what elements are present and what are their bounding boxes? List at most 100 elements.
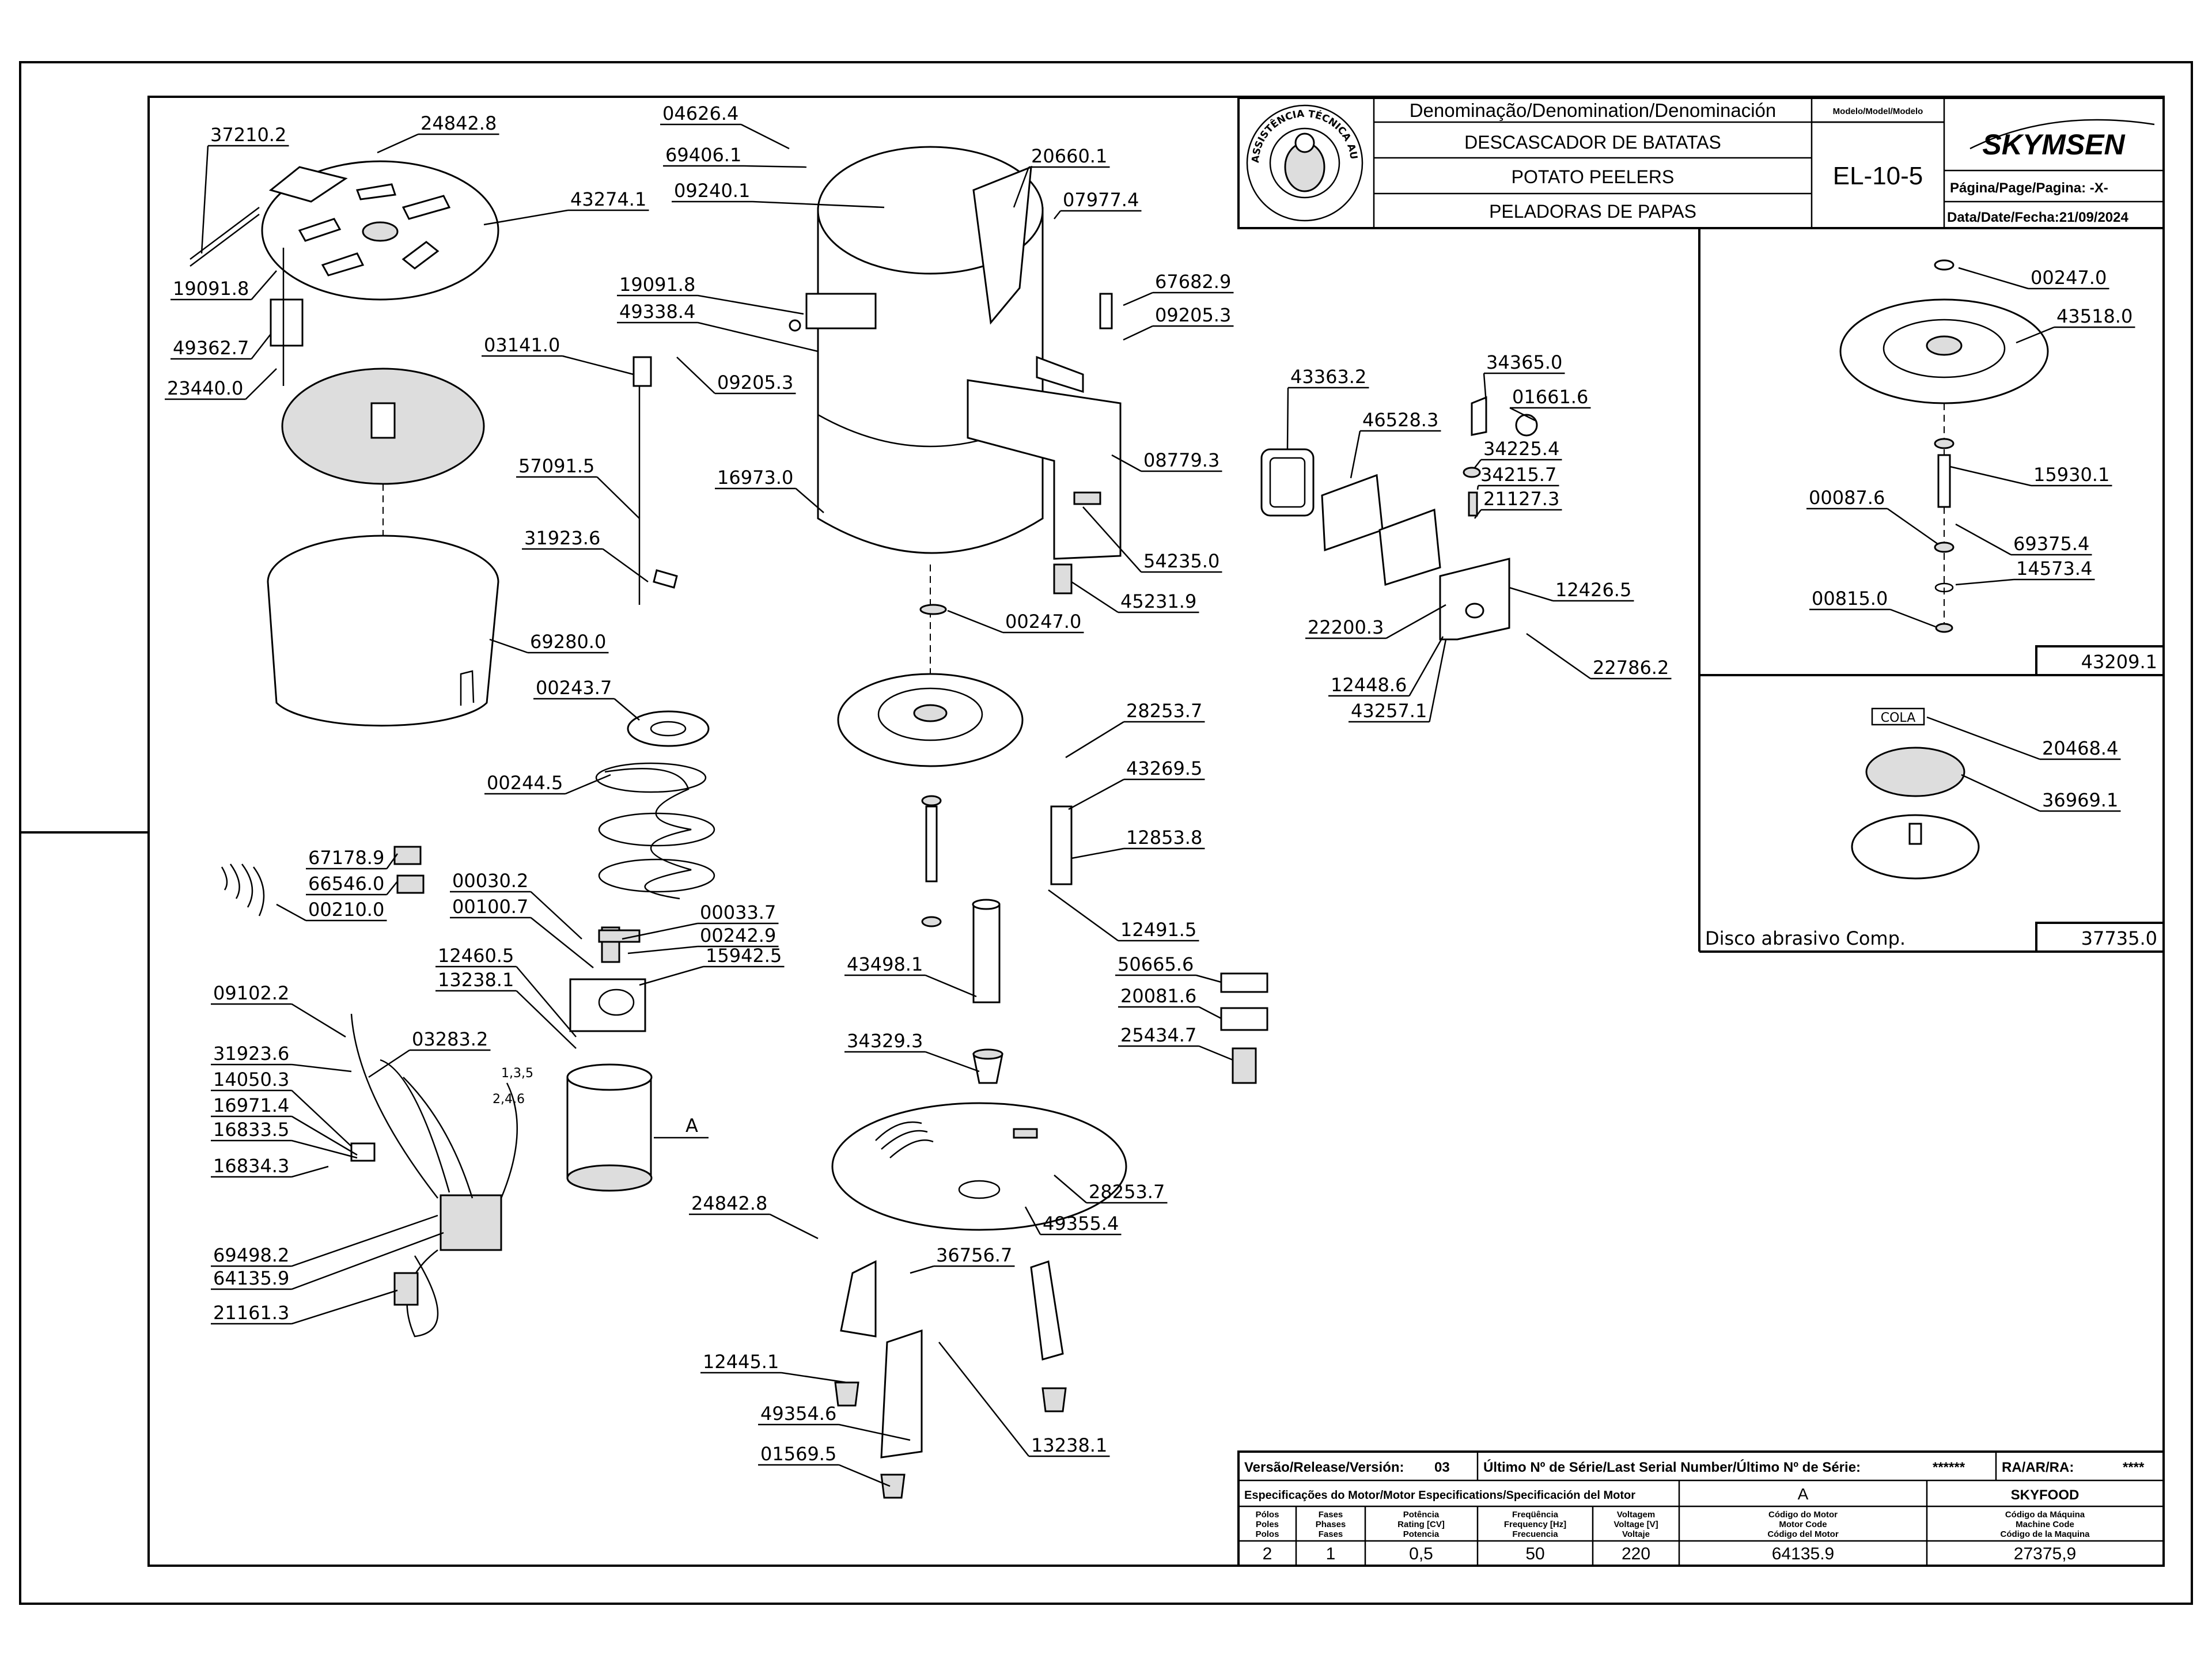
spec-value: 50 xyxy=(1525,1544,1544,1563)
leader-line xyxy=(377,133,419,154)
spec-header-es: Potencia xyxy=(1403,1529,1440,1539)
leader-line xyxy=(291,1165,329,1178)
name-pt: DESCASCADOR DE BATATAS xyxy=(1464,132,1721,153)
drive-belt xyxy=(604,768,692,900)
leader-line xyxy=(489,638,528,654)
leader-line xyxy=(291,1115,358,1156)
part-number-label: 20468.4 xyxy=(2042,737,2118,759)
leader-line xyxy=(1350,430,1361,479)
leader-line xyxy=(839,1423,911,1441)
cola-label: COLA xyxy=(1881,711,1916,725)
part-number-label: 69280.0 xyxy=(530,631,606,653)
leader-line xyxy=(1198,1006,1222,1020)
leader-line xyxy=(781,1372,847,1384)
leader-line xyxy=(291,1289,398,1325)
leader-line xyxy=(1474,509,1482,519)
leader-line xyxy=(947,609,1003,634)
leader-line xyxy=(1286,387,1289,450)
part-number-label: 21161.3 xyxy=(213,1302,289,1324)
leader-line xyxy=(516,966,577,1037)
leader-line xyxy=(483,209,569,226)
leader-line xyxy=(291,1003,346,1038)
leader-line xyxy=(925,974,977,998)
spec-value: 2 xyxy=(1263,1544,1272,1563)
part-number-label: 67178.9 xyxy=(308,847,384,869)
drum-ring xyxy=(267,535,499,727)
spec-header-en: Rating [CV] xyxy=(1397,1520,1445,1529)
part-number-label: 00030.2 xyxy=(452,870,528,892)
leader-line xyxy=(1111,454,1142,472)
denomination-header: Denominação/Denomination/Denominación xyxy=(1410,100,1777,121)
leg-left xyxy=(840,1260,877,1338)
part-number-label: 00100.7 xyxy=(452,896,528,918)
part-number-label: 31923.6 xyxy=(213,1043,289,1065)
leader-line xyxy=(245,368,277,400)
part-number-label: 69375.4 xyxy=(2013,533,2089,555)
part-number-label: 46528.3 xyxy=(1362,409,1438,431)
part-number-label: 03141.0 xyxy=(484,334,560,356)
leader-line xyxy=(2016,326,2055,344)
part-number-label: 12426.5 xyxy=(1555,579,1631,601)
leader-line xyxy=(1199,1045,1233,1061)
motor-label: A xyxy=(685,1115,698,1137)
motor-letter: A xyxy=(1798,1485,1809,1503)
part-number-label: 34365.0 xyxy=(1486,351,1562,373)
version-label: Versão/Release/Versión: xyxy=(1244,1460,1404,1475)
leader-line xyxy=(698,294,804,315)
hinge-bracket xyxy=(1439,558,1510,641)
part-number-label: 04626.4 xyxy=(662,103,738,124)
leader-line xyxy=(622,922,698,940)
part-number-label: 00087.6 xyxy=(1809,487,1885,509)
spec-header-en: Voltage [V] xyxy=(1613,1520,1658,1529)
spec-value: 220 xyxy=(1622,1544,1650,1563)
leader-line xyxy=(1509,586,1554,602)
part-number-label: 01661.6 xyxy=(1512,386,1588,408)
leader-line xyxy=(1408,636,1444,696)
part-number-label: 31923.6 xyxy=(524,527,600,549)
spec-header-en: Poles xyxy=(1256,1520,1279,1529)
leader-line xyxy=(925,1051,980,1073)
leader-line xyxy=(1961,774,2040,812)
leader-line xyxy=(1054,210,1061,219)
spec-header-pt: Código do Motor xyxy=(1768,1510,1838,1520)
part-number-label: 20081.6 xyxy=(1120,985,1196,1007)
leader-line xyxy=(1474,459,1482,468)
spec-header-es: Código de la Maquina xyxy=(2000,1529,2090,1539)
leader-line xyxy=(676,357,715,394)
shaft-tube xyxy=(972,903,1001,1003)
leader-line xyxy=(386,853,399,869)
leader-line xyxy=(910,1265,934,1274)
leader-line xyxy=(627,945,698,955)
spec-header-es: Voltaje xyxy=(1622,1529,1650,1539)
part-number-label: 15930.1 xyxy=(2033,464,2109,486)
part-number-label: 64135.9 xyxy=(213,1267,289,1289)
part-number-label: 49354.6 xyxy=(760,1403,836,1425)
leader-line xyxy=(1054,1175,1087,1203)
spec-header-en: Frequency [Hz] xyxy=(1504,1520,1566,1529)
part-number-label: 15942.5 xyxy=(706,945,782,967)
part-number-label: 28253.7 xyxy=(1126,700,1202,722)
part-number-label: 14050.3 xyxy=(213,1069,289,1090)
leg-right xyxy=(1030,1260,1064,1361)
leader-line xyxy=(740,123,790,150)
leader-line xyxy=(698,321,819,353)
part-number-label: 45231.9 xyxy=(1120,590,1196,612)
leader-line xyxy=(1385,604,1446,639)
warning-sticker xyxy=(1220,972,1268,993)
disc-code: 37735.0 xyxy=(2081,927,2157,949)
part-number-label: 08779.3 xyxy=(1143,449,1219,471)
leader-line xyxy=(1071,847,1124,859)
part-number-label: 09240.1 xyxy=(674,180,750,202)
leader-line xyxy=(613,698,640,721)
spec-header-pt: Potência xyxy=(1403,1510,1440,1520)
wire-label-2: 2,4,6 xyxy=(493,1092,525,1107)
brand-swoosh-icon xyxy=(1969,119,2155,150)
brand-code: SKYFOOD xyxy=(2011,1487,2080,1503)
leg-middle xyxy=(880,1329,923,1459)
leader-line xyxy=(368,1049,410,1078)
part-number-label: 03283.2 xyxy=(412,1028,488,1050)
model-code: EL-10-5 xyxy=(1833,162,1923,190)
spec-header-es: Código del Motor xyxy=(1767,1529,1838,1539)
part-number-label: 69498.2 xyxy=(213,1244,289,1266)
